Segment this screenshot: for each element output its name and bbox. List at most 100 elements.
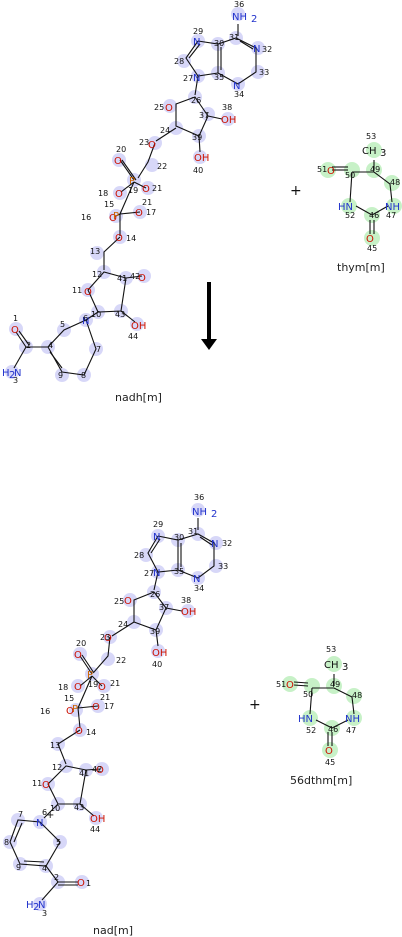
svg-text:42: 42 [130, 272, 140, 281]
svg-text:28: 28 [174, 57, 184, 66]
svg-text:O: O [115, 189, 123, 200]
svg-text:N: N [253, 44, 260, 55]
svg-text:2: 2 [33, 902, 39, 913]
reaction-arrow [201, 282, 217, 350]
svg-text:3: 3 [380, 148, 386, 159]
svg-text:9: 9 [16, 863, 21, 872]
svg-text:29: 29 [153, 520, 163, 529]
svg-text:6: 6 [42, 808, 47, 817]
svg-text:11: 11 [72, 286, 82, 295]
svg-text:OH: OH [90, 814, 105, 825]
svg-text:30: 30 [174, 533, 184, 542]
svg-text:+: + [46, 810, 54, 821]
svg-text:2: 2 [251, 14, 257, 25]
plus-sign-top: + [290, 183, 302, 199]
svg-text:21: 21 [142, 198, 152, 207]
svg-text:41: 41 [117, 274, 127, 283]
svg-text:N: N [211, 539, 218, 550]
svg-text:23: 23 [139, 138, 149, 147]
svg-text:46: 46 [369, 211, 379, 220]
svg-text:32: 32 [262, 45, 272, 54]
svg-text:46: 46 [328, 725, 338, 734]
dthm-highlights [282, 656, 362, 758]
dthm-bonds [293, 674, 355, 746]
thym-bonds [332, 160, 393, 234]
svg-text:O: O [42, 780, 50, 791]
svg-text:CH: CH [362, 146, 377, 157]
svg-text:OH: OH [131, 321, 146, 332]
svg-text:25: 25 [114, 597, 124, 606]
svg-text:40: 40 [193, 166, 203, 175]
svg-text:N: N [153, 568, 160, 579]
svg-text:O: O [109, 213, 117, 224]
svg-text:O: O [138, 273, 146, 284]
svg-text:27: 27 [183, 74, 193, 83]
svg-text:31: 31 [188, 527, 198, 536]
svg-text:N: N [233, 81, 240, 92]
svg-text:20: 20 [76, 639, 86, 648]
svg-text:12: 12 [92, 270, 102, 279]
svg-text:O: O [135, 208, 143, 219]
svg-text:16: 16 [40, 707, 50, 716]
svg-text:2: 2 [211, 509, 217, 520]
svg-text:34: 34 [234, 90, 244, 99]
svg-text:O: O [77, 878, 85, 889]
svg-text:51: 51 [317, 165, 327, 174]
svg-text:OH: OH [221, 115, 236, 126]
svg-text:P: P [113, 211, 119, 222]
svg-text:N: N [82, 316, 89, 327]
svg-text:25: 25 [154, 103, 164, 112]
svg-text:5: 5 [56, 838, 61, 847]
svg-text:47: 47 [346, 726, 356, 735]
svg-text:N: N [38, 900, 45, 911]
svg-text:51: 51 [276, 680, 286, 689]
svg-text:47: 47 [386, 211, 396, 220]
svg-text:1: 1 [13, 314, 18, 323]
svg-text:3: 3 [13, 376, 18, 385]
svg-text:2: 2 [26, 341, 31, 350]
svg-text:H: H [26, 900, 34, 911]
svg-text:O: O [75, 726, 83, 737]
svg-text:48: 48 [390, 178, 400, 187]
svg-text:O: O [148, 140, 156, 151]
svg-text:38: 38 [181, 596, 191, 605]
svg-text:31: 31 [229, 33, 239, 42]
svg-text:OH: OH [194, 153, 209, 164]
svg-text:41: 41 [79, 769, 89, 778]
svg-text:26: 26 [150, 590, 160, 599]
svg-text:44: 44 [128, 332, 138, 341]
svg-text:7: 7 [96, 345, 101, 354]
svg-text:45: 45 [367, 244, 377, 253]
svg-text:18: 18 [98, 189, 108, 198]
svg-text:17: 17 [146, 208, 156, 217]
svg-text:N: N [14, 368, 21, 379]
svg-text:43: 43 [115, 310, 125, 319]
svg-text:23: 23 [100, 633, 110, 642]
svg-text:40: 40 [152, 660, 162, 669]
svg-text:48: 48 [352, 691, 362, 700]
svg-text:NH: NH [232, 12, 247, 23]
svg-text:9: 9 [58, 371, 63, 380]
nad-bonds [9, 518, 215, 901]
svg-text:7: 7 [18, 810, 23, 819]
svg-text:10: 10 [50, 804, 60, 813]
svg-text:21: 21 [100, 693, 110, 702]
svg-text:28: 28 [134, 551, 144, 560]
svg-text:1: 1 [86, 879, 91, 888]
svg-text:53: 53 [366, 132, 376, 141]
svg-text:19: 19 [128, 186, 138, 195]
svg-text:O: O [124, 596, 132, 607]
svg-text:38: 38 [222, 103, 232, 112]
nadh-atom-numbers: 36 29 30 31 32 28 33 27 35 34 25 26 37 3… [13, 0, 272, 385]
svg-text:11: 11 [32, 779, 42, 788]
svg-text:16: 16 [81, 213, 91, 222]
nad-label: nad[m] [93, 924, 133, 937]
nadh-molecule: NH2 N N N N O OH OH O O P O O O P O O O … [2, 0, 272, 385]
svg-text:O: O [286, 680, 294, 691]
svg-text:53: 53 [326, 645, 336, 654]
svg-text:13: 13 [50, 741, 60, 750]
svg-text:O: O [74, 682, 82, 693]
